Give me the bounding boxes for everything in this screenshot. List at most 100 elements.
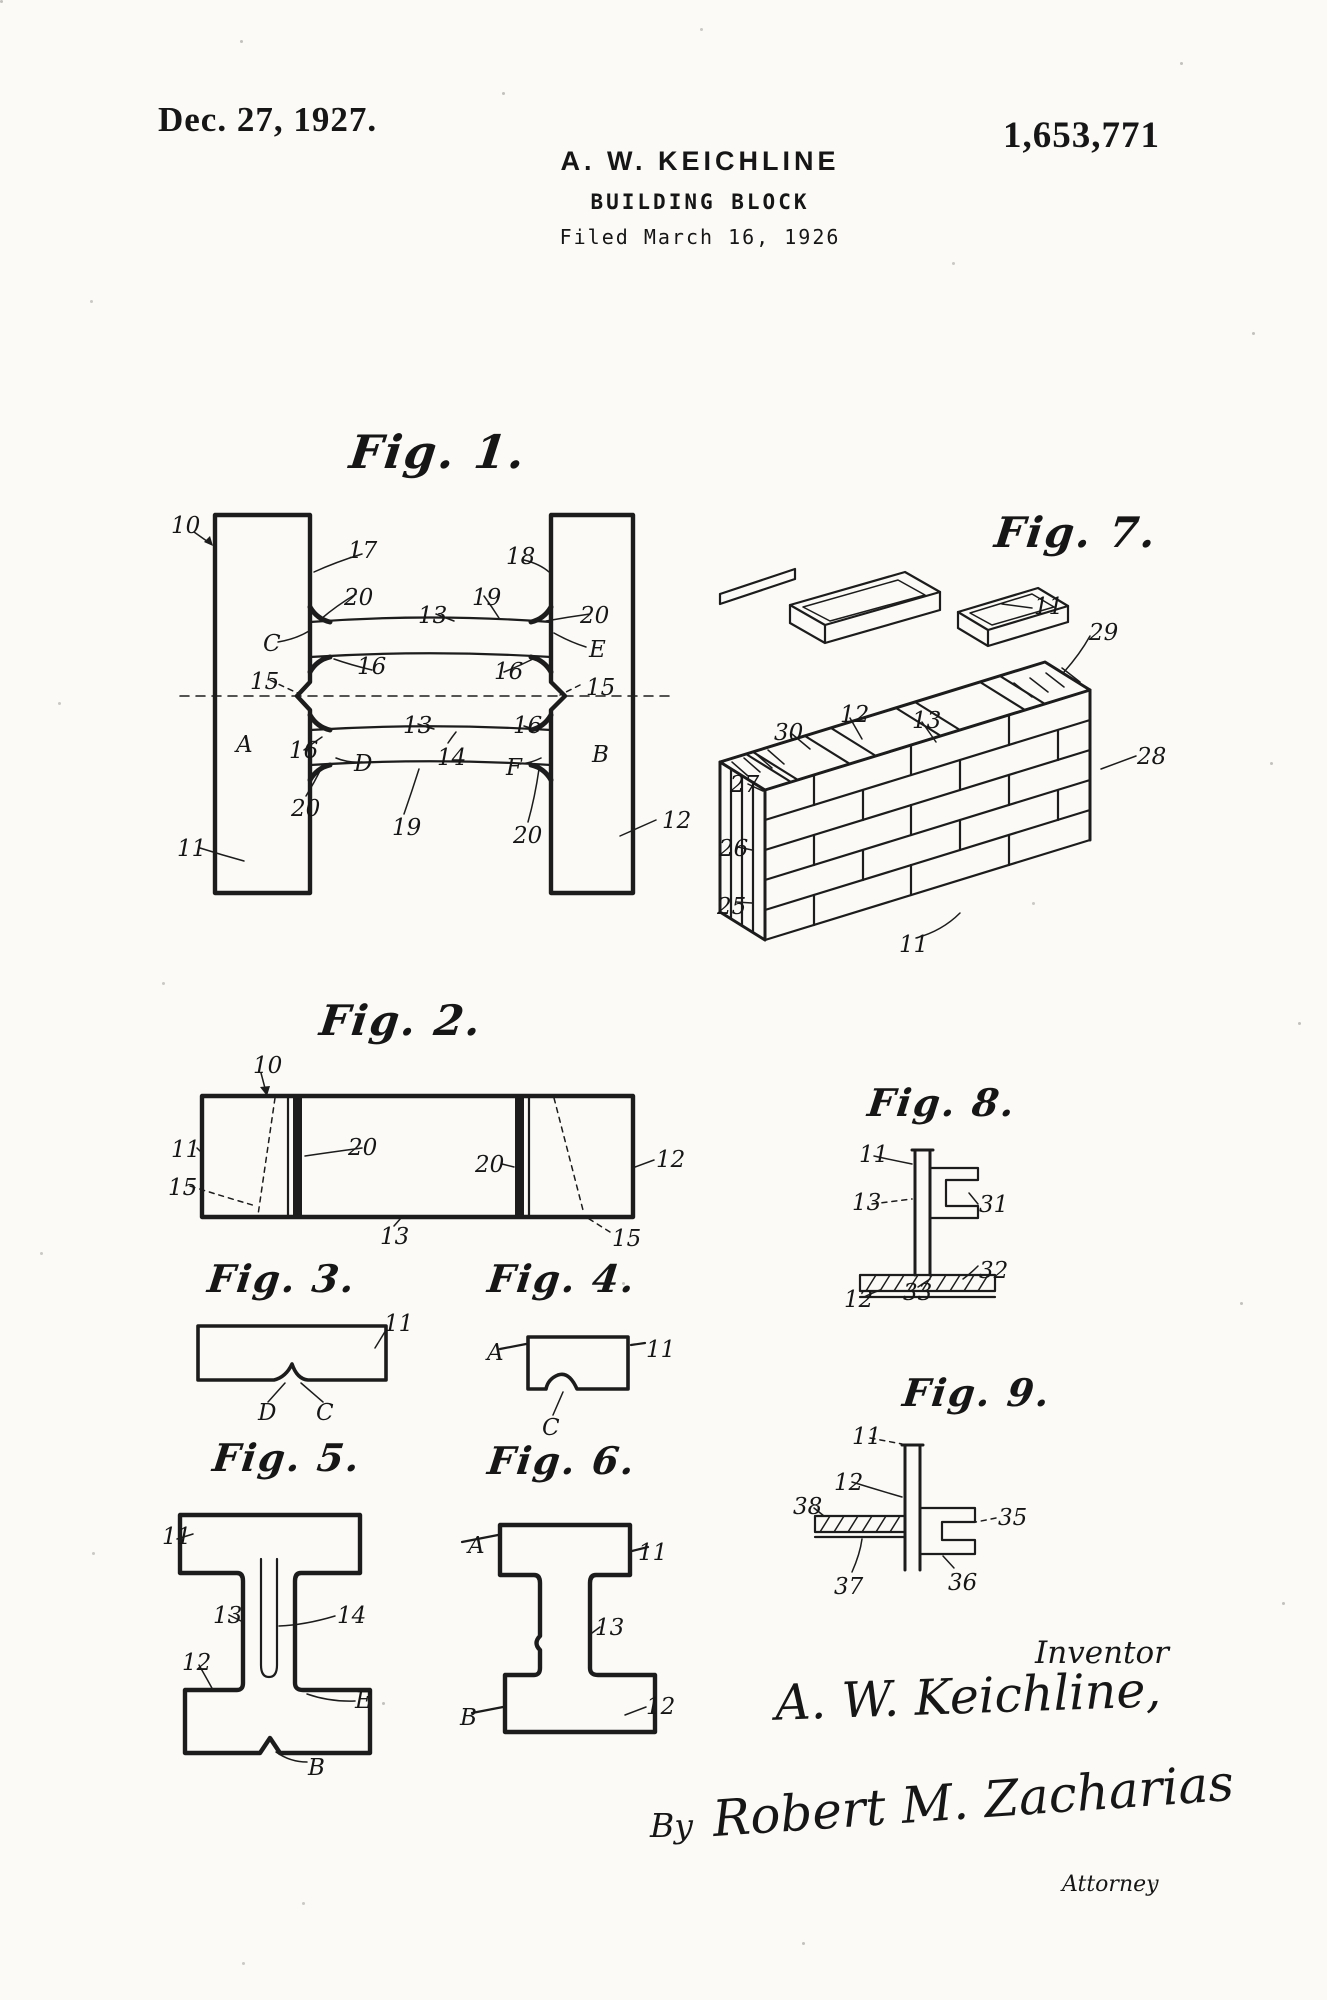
ref-numeral: 16 [494, 659, 524, 685]
ref-numeral: 20 [291, 796, 321, 822]
ref-numeral: 20 [344, 585, 374, 611]
ref-numeral: 20 [580, 603, 610, 629]
ref-letter: C [263, 631, 281, 657]
scan-speckles [0, 0, 3, 3]
ref-numeral: 13 [912, 708, 942, 734]
fig1-drawing [179, 512, 671, 896]
figure-3: 11 D C [190, 1310, 414, 1426]
floating-blocks [718, 567, 1070, 648]
ref-numeral: 12 [662, 808, 692, 834]
attorney-signature: Robert M. Zacharias [710, 1753, 1236, 1849]
ref-numeral: 20 [513, 823, 543, 849]
ref-letter: A [468, 1533, 485, 1559]
ref-numeral: 11 [171, 1137, 201, 1163]
ref-numeral: 30 [774, 720, 804, 746]
ref-letter: B [308, 1755, 325, 1781]
ref-numeral: 13 [852, 1190, 882, 1216]
figure-1: 10 17 18 20 13 19 20 C E 15 16 16 15 A 1… [150, 500, 695, 910]
ref-numeral: 12 [646, 1694, 676, 1720]
fig9-drawing [813, 1437, 997, 1573]
patent-number: 1,653,771 [1003, 115, 1160, 156]
fig2-drawing [189, 1072, 655, 1233]
ref-numeral: 10 [171, 513, 201, 539]
fig1-label: Fig. 1. [346, 425, 530, 479]
ref-numeral: 12 [834, 1470, 864, 1496]
ref-numeral: 12 [182, 1650, 212, 1676]
figure-5: 11 13 14 12 E B [155, 1495, 415, 1785]
ref-numeral: 12 [840, 702, 870, 728]
ref-letter: C [542, 1415, 560, 1441]
figure-2: 10 11 15 20 20 12 13 15 [160, 1040, 685, 1252]
ref-numeral: 11 [1034, 594, 1064, 620]
ref-letter: B [592, 742, 609, 768]
fig4-drawing [498, 1335, 647, 1416]
fig9-label: Fig. 9. [900, 1370, 1054, 1415]
ref-numeral: 13 [213, 1603, 243, 1629]
ref-numeral: 11 [852, 1424, 882, 1450]
figure-8: 11 13 31 32 12 33 [820, 1080, 1040, 1330]
brick-wall-face [763, 688, 1092, 942]
ref-letter: E [589, 637, 606, 663]
ref-numeral: 35 [998, 1505, 1028, 1531]
ref-numeral: 15 [586, 675, 616, 701]
ref-numeral: 15 [168, 1175, 198, 1201]
ref-numeral: 15 [250, 669, 280, 695]
wall-end-face [718, 760, 767, 942]
ref-numeral: 18 [506, 544, 536, 570]
ref-numeral: 16 [289, 738, 319, 764]
ref-numeral: 20 [348, 1135, 378, 1161]
fig7-drawing [718, 567, 1137, 942]
ref-numeral: 25 [717, 894, 747, 920]
ref-letter: E [355, 1688, 372, 1714]
ref-numeral: 37 [834, 1574, 864, 1600]
fig6-label: Fig. 6. [485, 1438, 639, 1483]
ref-letter: B [460, 1705, 477, 1731]
ref-numeral: 13 [595, 1615, 625, 1641]
ref-letter: D [258, 1400, 277, 1426]
ref-numeral: 33 [903, 1280, 933, 1306]
ref-numeral: 11 [646, 1337, 676, 1363]
ref-numeral: 11 [177, 836, 207, 862]
ref-numeral: 27 [730, 772, 760, 798]
by-label: By [650, 1806, 693, 1845]
figure-7: 11 29 30 12 13 28 27 26 25 11 [700, 550, 1190, 980]
ref-letter: A [236, 732, 253, 758]
fig2-label: Fig. 2. [316, 996, 486, 1045]
fig6-drawing [460, 1522, 658, 1735]
figure-4: A 11 C [480, 1315, 676, 1441]
ref-numeral: 32 [979, 1258, 1009, 1284]
ref-numeral: 19 [392, 815, 422, 841]
ref-numeral: 14 [437, 745, 467, 771]
ref-numeral: 26 [719, 836, 749, 862]
fig8-drawing [858, 1148, 997, 1299]
inventor-name-header: A. W. KEICHLINE [560, 146, 840, 176]
ref-numeral: 14 [337, 1603, 367, 1629]
ref-numeral: 16 [357, 654, 387, 680]
ref-letter: A [487, 1340, 504, 1366]
ref-numeral: 12 [656, 1147, 686, 1173]
ref-numeral: 11 [384, 1311, 414, 1337]
ref-numeral: 13 [380, 1224, 410, 1250]
ref-numeral: 16 [513, 713, 543, 739]
ref-numeral: 15 [612, 1226, 642, 1252]
ref-letter: F [506, 755, 522, 781]
inventor-caption: Inventor [1035, 1635, 1169, 1671]
ref-numeral: 11 [162, 1524, 192, 1550]
ref-numeral: 11 [638, 1540, 668, 1566]
figure-9: 11 12 38 35 37 36 [790, 1420, 1030, 1610]
ref-numeral: 13 [403, 713, 433, 739]
inventor-signature: A. W. Keichline, [774, 1661, 1162, 1732]
ref-numeral: 12 [844, 1287, 874, 1313]
ref-numeral: 19 [472, 585, 502, 611]
patent-date: Dec. 27, 1927. [158, 100, 378, 139]
ref-numeral: 28 [1137, 744, 1167, 770]
ref-numeral: 36 [948, 1570, 978, 1596]
ref-letter: D [354, 751, 373, 777]
ref-letter: C [316, 1400, 334, 1426]
filing-date: Filed March 16, 1926 [559, 225, 841, 249]
ref-numeral: 38 [793, 1494, 823, 1520]
fig3-drawing [196, 1324, 388, 1403]
ref-numeral: 11 [859, 1142, 889, 1168]
invention-title: BUILDING BLOCK [590, 190, 810, 214]
